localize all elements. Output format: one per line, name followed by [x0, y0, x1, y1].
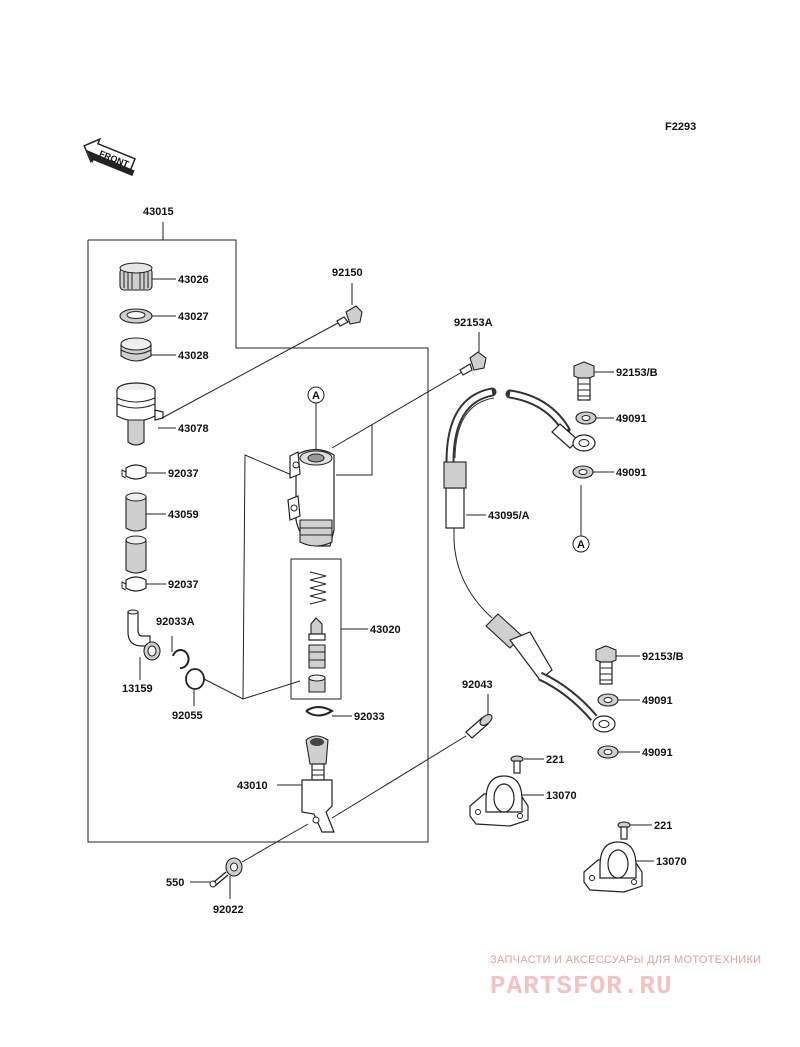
label-43026: 43026 [178, 274, 209, 286]
label-92153B-upper: 92153/B [616, 367, 658, 379]
washer-49091-a: 49091 [575, 411, 647, 425]
label-92055: 92055 [172, 710, 203, 722]
washer-49091-d: 49091 [597, 745, 673, 759]
elbow-fitting: 13159 [122, 609, 161, 695]
label-92033A: 92033A [156, 616, 195, 628]
o-ring: 92055 [172, 668, 205, 722]
bolt-92150: 92150 [161, 267, 363, 419]
label-43078: 43078 [178, 423, 209, 435]
banjo-bolt-lower: 92153/B [595, 645, 684, 685]
label-43028: 43028 [178, 350, 209, 362]
circlip-small: 92033A [156, 616, 195, 669]
label-92153A: 92153A [454, 317, 493, 329]
watermark-line1: ЗАПЧАСТИ И АКСЕССУАРЫ ДЛЯ МОТОТЕХНИКИ [490, 954, 761, 966]
diaphragm: 43028 [120, 337, 209, 362]
label-43020: 43020 [370, 624, 401, 636]
label-43015: 43015 [143, 206, 174, 218]
label-43010: 43010 [237, 780, 268, 792]
reservoir-cap: 43026 [119, 262, 209, 291]
label-92043: 92043 [462, 679, 493, 691]
master-cylinder-body [287, 424, 373, 547]
label-43027: 43027 [178, 311, 209, 323]
watermark-logo: PARTSFOR.RU [490, 971, 673, 1001]
banjo-bolt-upper: 92153/B [573, 361, 658, 401]
piston-kit: 43020 [290, 558, 401, 700]
label-221-a: 221 [546, 754, 564, 766]
label-92022: 92022 [213, 904, 244, 916]
svg-text:A: A [312, 390, 320, 402]
washer-49091-b: 49091 [572, 465, 647, 479]
label-13070-a: 13070 [546, 790, 577, 802]
label-92150: 92150 [332, 267, 363, 279]
hose-clamp-upper: 92037 [121, 464, 199, 480]
label-13159: 13159 [122, 683, 153, 695]
assembly-outline: 43015 [87, 206, 429, 843]
cotter-pin: 550 [166, 871, 229, 889]
label-92037-upper: 92037 [168, 468, 199, 480]
label-43095A: 43095/A [488, 510, 530, 522]
ref-mark-a-bottom: A [572, 485, 590, 553]
washer-49091-c: 49091 [597, 693, 673, 707]
label-49091-c: 49091 [642, 695, 673, 707]
ref-mark-a-top: A [307, 386, 325, 452]
figure-code: F2293 [665, 121, 696, 133]
svg-text:A: A [577, 539, 585, 551]
label-49091-b: 49091 [616, 467, 647, 479]
hose-clamp-13070-a: 13070 [469, 775, 577, 827]
clevis-pin: 92043 [331, 679, 493, 819]
label-13070-b: 13070 [656, 856, 687, 868]
hose-clamp-13070-b: 13070 [583, 841, 687, 893]
assembly-connector-line [203, 454, 301, 700]
watermark: ЗАПЧАСТИ И АКСЕССУАРЫ ДЛЯ МОТОТЕХНИКИ PA… [490, 954, 761, 1001]
push-rod: 43010 [237, 735, 335, 833]
label-221-b: 221 [654, 820, 672, 832]
label-43059: 43059 [168, 509, 199, 521]
bolt-92153A: 92153A [331, 317, 493, 449]
circlip: 92033 [305, 706, 385, 723]
label-92153B-lower: 92153/B [642, 651, 684, 663]
screw-221-b: 221 [617, 820, 672, 840]
screw-221-a: 221 [510, 754, 564, 774]
reservoir-hose: 43059 [125, 492, 199, 574]
washer-92022: 92022 [213, 823, 309, 916]
label-49091-d: 49091 [642, 747, 673, 759]
diaphragm-plate: 43027 [119, 308, 209, 324]
label-550: 550 [166, 877, 184, 889]
front-arrow-icon: FRONT [83, 137, 136, 177]
label-49091-a: 49091 [616, 413, 647, 425]
brake-hose: 43095/A [443, 387, 616, 733]
label-92037-lower: 92037 [168, 579, 199, 591]
hose-clamp-lower: 92037 [121, 576, 199, 592]
reservoir: 43078 [116, 382, 209, 446]
label-92033: 92033 [354, 711, 385, 723]
